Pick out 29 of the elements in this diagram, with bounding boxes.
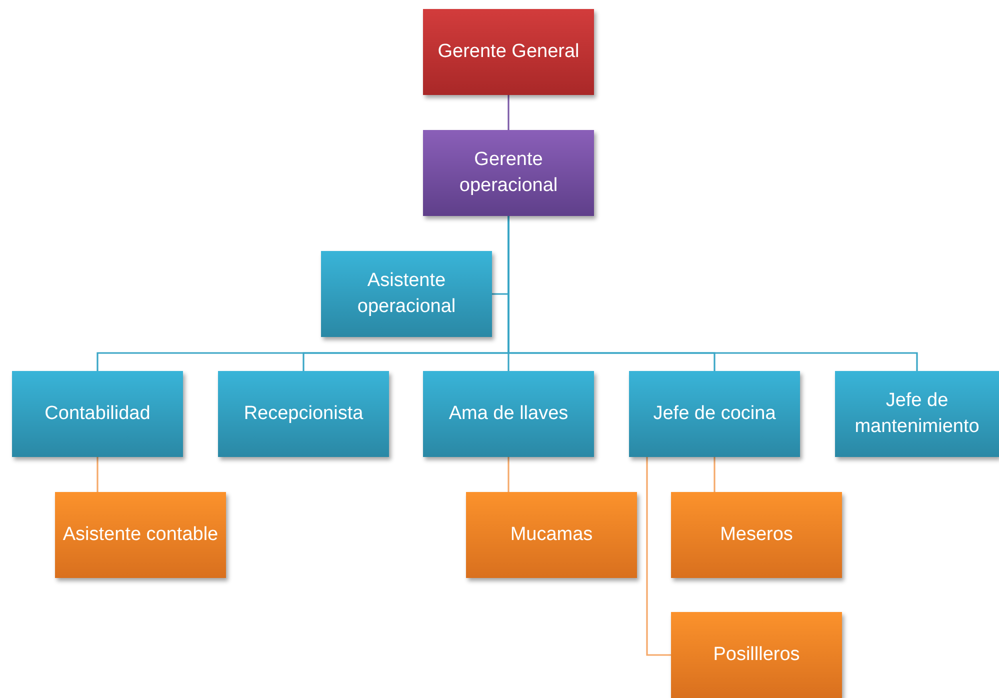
org-box [12,371,183,457]
org-box [423,9,594,95]
connector-line [714,457,716,492]
org-box [466,492,637,578]
org-box [629,371,800,457]
connector-line [508,457,510,492]
org-box [55,492,226,578]
org-box [423,130,594,216]
org-box [218,371,389,457]
connector-line [646,457,671,656]
box-label: Jefe de mantenimiento [854,389,980,439]
box-label: Meseros [720,523,793,547]
org-box [671,612,842,698]
box-label: Jefe de cocina [653,402,776,426]
org-box [423,371,594,457]
box-label: Asistente contable [62,523,218,547]
org-box [321,251,492,337]
box-label: Recepcionista [244,402,364,426]
box-label: Mucamas [510,523,593,547]
box-label: Asistente operacional [356,269,457,319]
box-label: Gerente operacional [458,148,559,198]
org-box [835,371,999,457]
connector-line [96,457,98,492]
box-label: Contabilidad [44,402,150,426]
box-label: Ama de llaves [448,402,568,426]
box-label: Posillleros [713,643,800,667]
box-label: Gerente General [438,40,580,64]
connector-line [508,95,510,130]
org-box [671,492,842,578]
